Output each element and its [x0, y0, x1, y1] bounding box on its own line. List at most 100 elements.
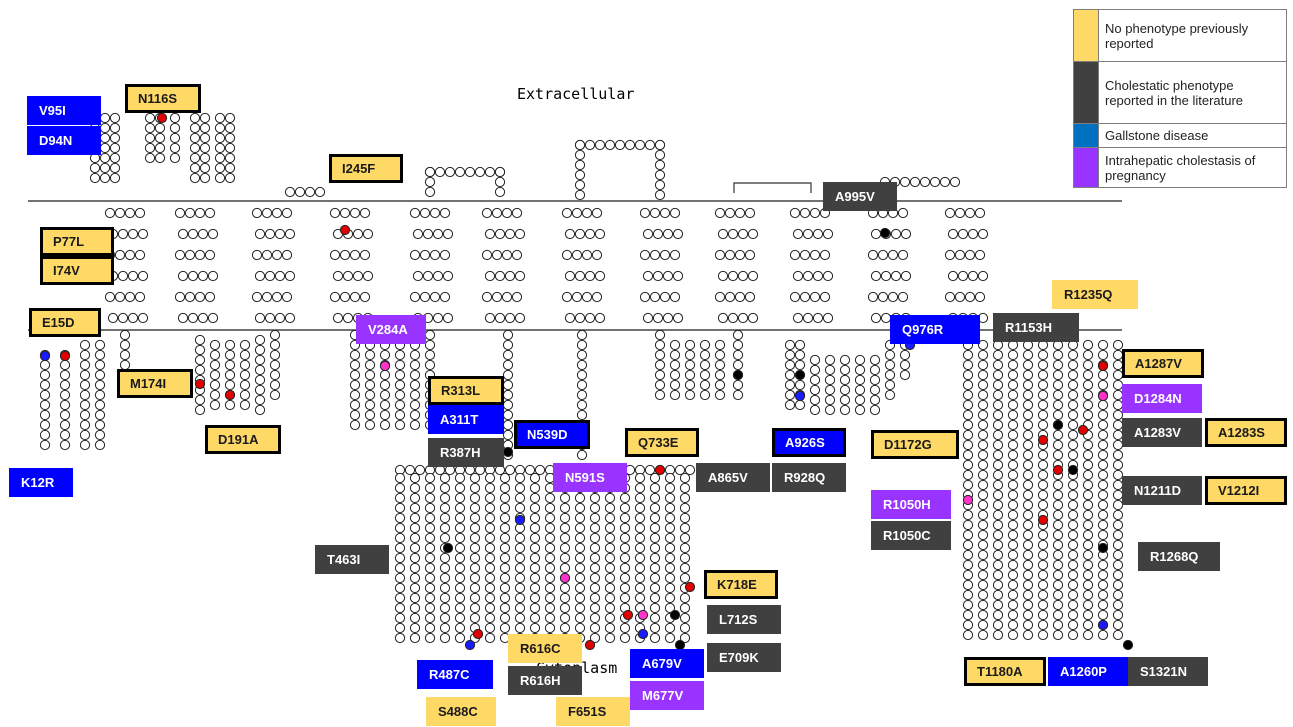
variant-label-d94n: D94N: [27, 126, 101, 155]
residue: [590, 533, 599, 542]
residue: [1068, 450, 1077, 459]
residue: [95, 400, 104, 409]
highlighted-residue: [1038, 435, 1047, 444]
residue: [1008, 480, 1017, 489]
residue: [665, 583, 674, 592]
residue: [1068, 390, 1077, 399]
residue: [978, 500, 987, 509]
residue: [620, 543, 629, 552]
residue: [1008, 360, 1017, 369]
residue: [665, 633, 674, 642]
variant-label-t463i: T463I: [315, 545, 389, 574]
residue: [1008, 400, 1017, 409]
residue: [993, 450, 1002, 459]
residue: [655, 360, 664, 369]
variant-label-i245f: I245F: [329, 154, 403, 183]
residue: [425, 603, 434, 612]
residue: [1098, 520, 1107, 529]
residue: [575, 573, 584, 582]
residue: [595, 229, 604, 238]
residue: [60, 400, 69, 409]
residue: [1098, 590, 1107, 599]
variant-label-i74v: I74V: [40, 256, 114, 285]
residue: [405, 465, 414, 474]
residue: [178, 271, 187, 280]
residue: [170, 133, 179, 142]
residue: [395, 533, 404, 542]
residue-chain: [40, 113, 1132, 649]
residue: [515, 493, 524, 502]
residue: [888, 292, 897, 301]
residue: [575, 593, 584, 602]
residue: [993, 530, 1002, 539]
residue: [425, 563, 434, 572]
residue: [545, 583, 554, 592]
residue: [410, 493, 419, 502]
residue: [963, 530, 972, 539]
residue: [590, 543, 599, 552]
residue: [955, 208, 964, 217]
residue: [170, 153, 179, 162]
residue: [920, 177, 929, 186]
residue: [530, 603, 539, 612]
residue: [178, 229, 187, 238]
residue: [885, 350, 894, 359]
residue: [650, 513, 659, 522]
highlighted-residue: [685, 582, 694, 591]
residue: [440, 473, 449, 482]
residue: [963, 520, 972, 529]
residue: [560, 563, 569, 572]
residue: [1038, 620, 1047, 629]
residue: [655, 330, 664, 339]
residue: [365, 380, 374, 389]
residue: [650, 250, 659, 259]
variant-label-r487c: R487C: [417, 660, 493, 689]
residue: [80, 390, 89, 399]
residue: [670, 370, 679, 379]
residue: [1083, 590, 1092, 599]
residue: [675, 465, 684, 474]
extracellular-label: Extracellular: [517, 85, 634, 103]
variant-label-v1212i: V1212I: [1205, 476, 1287, 505]
residue: [650, 553, 659, 562]
residue: [365, 400, 374, 409]
residue: [395, 543, 404, 552]
residue: [265, 271, 274, 280]
residue: [515, 313, 524, 322]
residue: [198, 271, 207, 280]
residue: [60, 410, 69, 419]
highlighted-residue: [795, 391, 804, 400]
residue: [40, 420, 49, 429]
residue: [1083, 350, 1092, 359]
residue: [470, 523, 479, 532]
residue: [262, 292, 271, 301]
residue: [655, 370, 664, 379]
residue: [1098, 610, 1107, 619]
residue: [40, 440, 49, 449]
residue: [482, 208, 491, 217]
residue: [95, 380, 104, 389]
residue: [195, 208, 204, 217]
variant-label-a865v: A865V: [696, 463, 770, 492]
variant-label-d1172g: D1172G: [871, 430, 959, 459]
residue: [795, 360, 804, 369]
residue: [410, 390, 419, 399]
residue: [395, 563, 404, 572]
residue: [577, 450, 586, 459]
residue: [470, 563, 479, 572]
residue: [485, 553, 494, 562]
residue: [1083, 600, 1092, 609]
residue: [1068, 500, 1077, 509]
residue: [500, 473, 509, 482]
residue: [975, 250, 984, 259]
residue: [410, 543, 419, 552]
residue: [500, 503, 509, 512]
residue: [785, 340, 794, 349]
residue: [575, 503, 584, 512]
residue: [1053, 600, 1062, 609]
highlighted-residue: [473, 629, 482, 638]
residue: [1068, 410, 1077, 419]
residue: [485, 523, 494, 532]
residue: [1098, 400, 1107, 409]
residue: [470, 593, 479, 602]
